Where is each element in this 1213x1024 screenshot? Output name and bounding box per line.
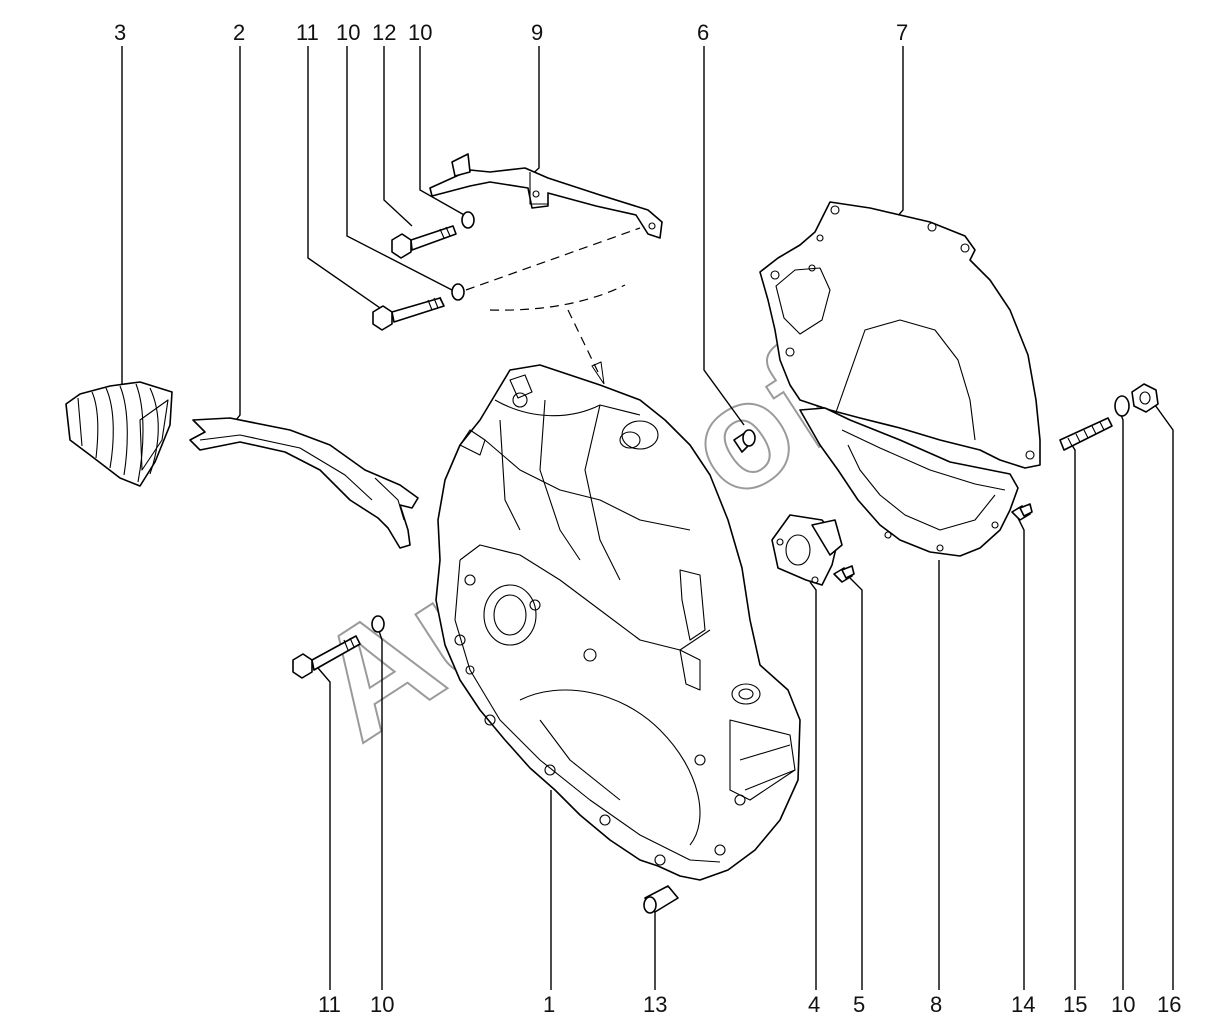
washer-10-top-b [461,211,475,229]
label-1-bottom: 1 [543,992,555,1017]
label-10-bottom-b: 10 [1111,992,1135,1017]
part-5-screw [833,565,855,583]
bolts-left [292,615,385,679]
label-8-bottom: 8 [930,992,942,1017]
label-10-top-b: 10 [408,20,432,45]
label-2-top: 2 [233,20,245,45]
part-8-lower-shield [799,407,1019,557]
label-7-top: 7 [896,20,908,45]
part-7-cover-plate [759,201,1041,469]
bottom-labels: 11 10 1 13 4 5 8 14 15 10 16 [318,992,1181,1017]
label-14-bottom: 14 [1011,992,1035,1017]
label-5-bottom: 5 [853,992,865,1017]
label-12-top: 12 [372,20,396,45]
part-4-guide-sleeve [771,514,843,586]
label-10-bottom: 10 [370,992,394,1017]
bolt-12-top [391,225,457,259]
label-9-top: 9 [531,20,543,45]
bolt-11-top [372,296,445,331]
bolts-top [372,211,475,331]
label-11-top: 11 [296,20,319,45]
part-16-nut [1131,383,1159,413]
part-6-pin [733,429,756,453]
washer-10-left [371,615,385,633]
part-15-stud [1059,417,1113,451]
washer-10-top-a [451,283,465,301]
label-16-bottom: 16 [1157,992,1181,1017]
top-labels: 3 2 11 10 12 10 9 6 7 [114,20,908,45]
label-15-bottom: 15 [1063,992,1087,1017]
part-9-bracket [429,153,663,239]
label-13-bottom: 13 [643,992,667,1017]
washer-nut-right [1114,383,1159,417]
label-11-bottom: 11 [318,992,341,1017]
part-2-release-fork [189,417,419,549]
part-13-dowel [643,885,679,914]
part-1-clutch-housing [435,364,801,881]
washer-10-right [1114,395,1130,417]
part-14-screw [1011,503,1033,521]
label-3-top: 3 [114,20,126,45]
part-3-rubber-boot [65,381,173,487]
label-10-top-a: 10 [336,20,360,45]
label-4-bottom: 4 [808,992,820,1017]
assembly-guides [465,227,641,385]
bolt-11-left [292,635,361,679]
label-6-top: 6 [697,20,709,45]
